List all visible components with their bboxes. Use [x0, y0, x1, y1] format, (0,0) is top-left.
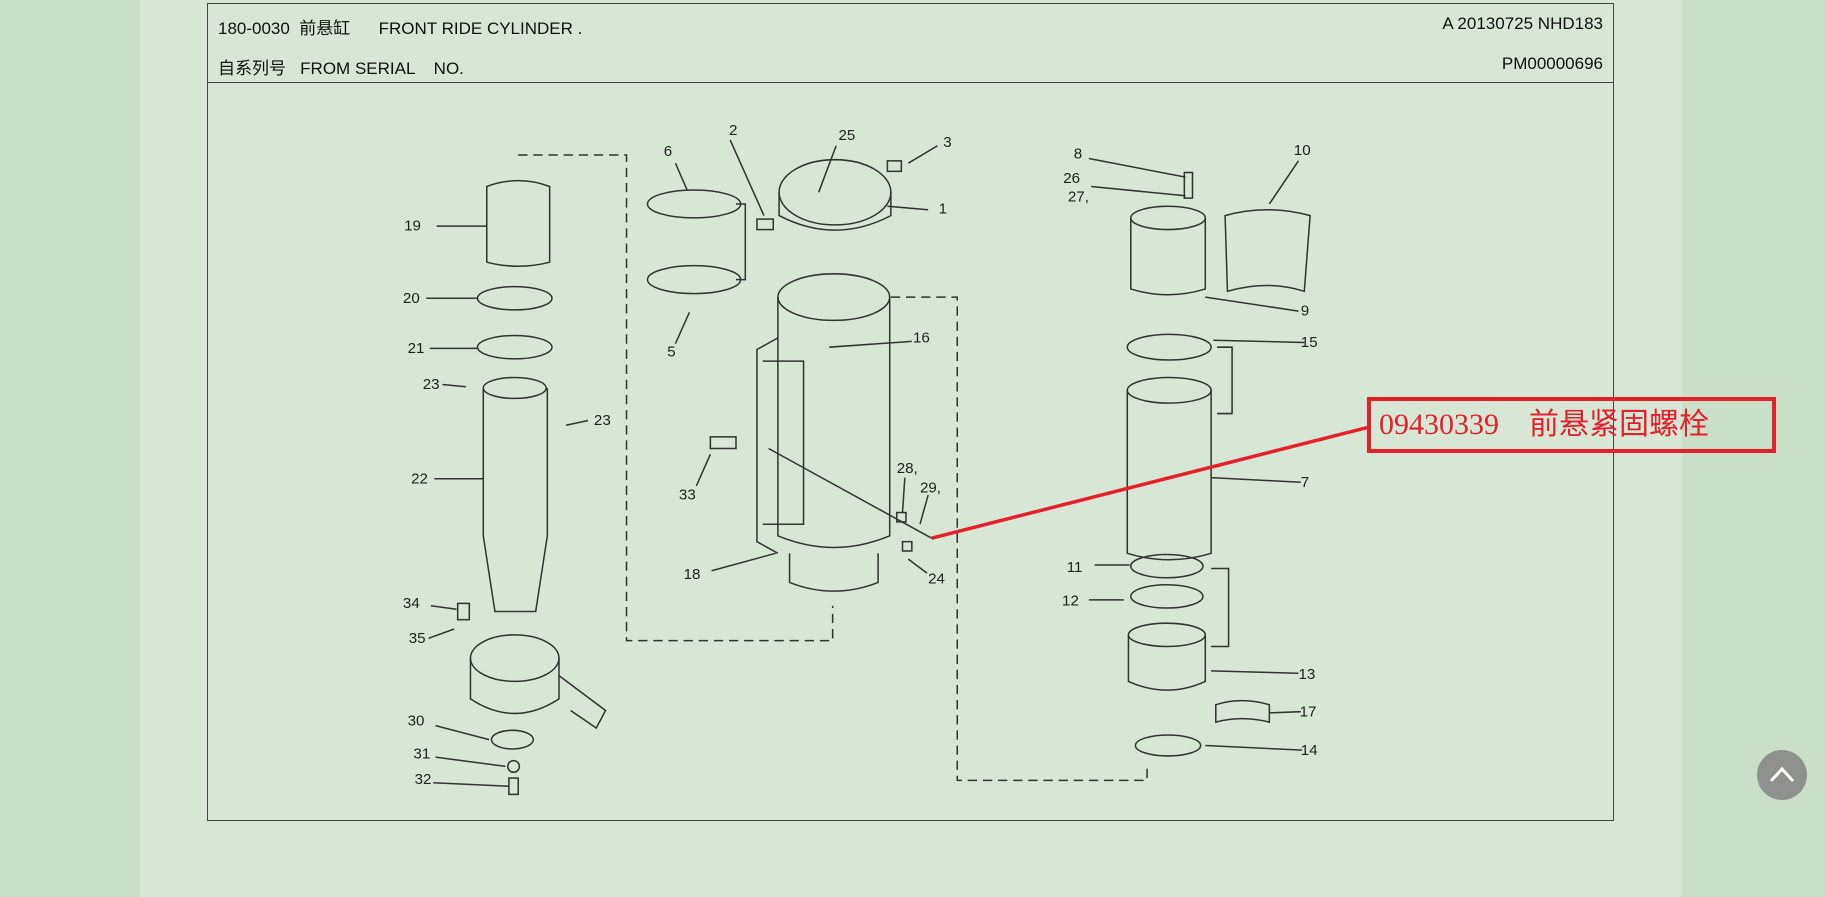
- revision: A 20130725 NHD183: [1442, 14, 1603, 33]
- part-label[interactable]: 18: [684, 566, 701, 583]
- part-label[interactable]: 15: [1301, 334, 1318, 351]
- part-label[interactable]: 17: [1300, 703, 1317, 720]
- part-label[interactable]: 22: [411, 470, 428, 487]
- part-20-ring: [476, 285, 553, 311]
- part-label[interactable]: 14: [1301, 742, 1318, 759]
- part-label[interactable]: 13: [1298, 666, 1315, 683]
- serial-value: PM00000696: [1501, 54, 1603, 73]
- part-label[interactable]: 26: [1063, 170, 1080, 187]
- callout-part-name: 前悬紧固螺栓: [1529, 408, 1709, 441]
- header-row-title: 180-0030 前悬缸 FRONT RIDE CYLINDER . A 201…: [208, 4, 1613, 44]
- content-panel: [140, 0, 1682, 897]
- chevron-up-icon: [1769, 766, 1795, 783]
- part-label[interactable]: 29,: [920, 480, 941, 497]
- part-label[interactable]: 16: [913, 330, 930, 347]
- serial-label: 自系列号 FROM SERIAL NO.: [218, 59, 464, 78]
- part-label[interactable]: 33: [679, 487, 696, 504]
- part-label[interactable]: 10: [1294, 142, 1311, 159]
- part-label[interactable]: 23: [423, 376, 440, 393]
- part-label[interactable]: 24: [928, 571, 945, 588]
- part-label[interactable]: 31: [413, 745, 430, 762]
- part-label[interactable]: 6: [664, 143, 672, 160]
- part-label[interactable]: 30: [408, 713, 425, 730]
- callout-part-number: 09430339: [1379, 408, 1499, 441]
- title: 180-0030 前悬缸 FRONT RIDE CYLINDER .: [218, 19, 583, 38]
- part-label[interactable]: 21: [408, 340, 425, 357]
- part-22-top: [482, 376, 547, 400]
- part-label[interactable]: 3: [943, 134, 951, 151]
- part-label[interactable]: 27,: [1068, 189, 1089, 206]
- header-divider: [208, 82, 1613, 83]
- part-label[interactable]: 34: [403, 595, 420, 612]
- part-21-ring: [476, 334, 553, 360]
- parts-sheet: 180-0030 前悬缸 FRONT RIDE CYLINDER . A 201…: [207, 3, 1614, 821]
- header-row-serial: 自系列号 FROM SERIAL NO. PM00000696: [208, 44, 1613, 84]
- part-label[interactable]: 12: [1062, 593, 1079, 610]
- part-end-block: [469, 634, 560, 683]
- part-label[interactable]: 1: [939, 200, 947, 217]
- part-label[interactable]: 11: [1067, 559, 1083, 576]
- part-22-piston: [482, 387, 549, 613]
- part-label[interactable]: 8: [1074, 146, 1082, 163]
- part-label[interactable]: 20: [403, 290, 420, 307]
- part-label[interactable]: 28,: [897, 460, 918, 477]
- part-callout: 09430339 前悬紧固螺栓: [1367, 397, 1776, 453]
- callout-leader-line: [931, 425, 1368, 540]
- part-label[interactable]: 5: [667, 344, 675, 361]
- part-label[interactable]: 25: [838, 127, 855, 144]
- part-label[interactable]: 32: [415, 771, 432, 788]
- part-label[interactable]: 19: [404, 218, 421, 235]
- part-label[interactable]: 2: [729, 122, 737, 139]
- part-label[interactable]: 23: [594, 412, 611, 429]
- part-label[interactable]: 35: [409, 630, 426, 647]
- part-19-sleeve: [486, 179, 551, 267]
- scroll-to-top-button[interactable]: [1757, 750, 1807, 800]
- part-label[interactable]: 9: [1301, 303, 1309, 320]
- part-label[interactable]: 7: [1301, 474, 1309, 491]
